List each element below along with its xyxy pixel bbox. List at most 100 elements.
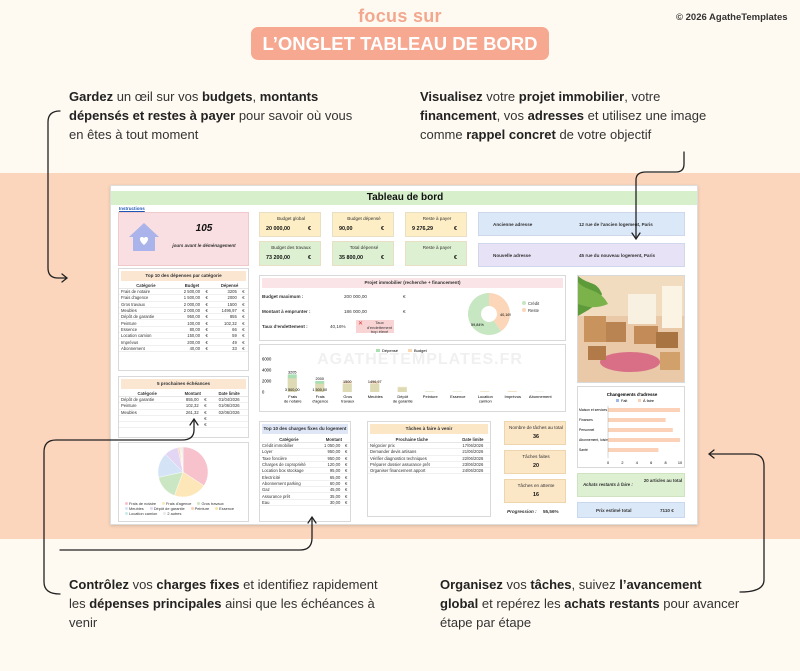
- purchases-value: 20 articles au total: [643, 478, 683, 483]
- table-cell: €: [202, 338, 212, 346]
- counter-value: 20: [533, 463, 539, 469]
- kpi-value: 35 800,00: [339, 255, 363, 261]
- x-tick-label: 0: [607, 461, 609, 465]
- table-cell: 1 500,00: [172, 294, 203, 302]
- donut-legend: Crédit Reste: [522, 300, 539, 314]
- purchases-card: Achats restants à faire : 20 articles au…: [577, 473, 685, 497]
- caption-segment: et identifiez rapidement les: [69, 577, 378, 611]
- table-cell: 02/06/2026: [210, 409, 248, 416]
- table-cell: €: [342, 461, 350, 469]
- table-cell: 100,00: [172, 319, 203, 327]
- y-tick-label: 6000: [262, 357, 272, 362]
- x-tick-label: travaux: [341, 399, 354, 404]
- table-cell: €: [342, 473, 350, 481]
- caption-bottom-left: Contrôlez vos charges fixes et identifie…: [69, 575, 389, 632]
- table-cell: €: [342, 455, 350, 462]
- caption-segment: achats restants: [564, 596, 660, 611]
- legend-label: Frais d'agence: [166, 501, 192, 506]
- bar-budget: [315, 383, 325, 392]
- column-header: Date limite: [455, 436, 490, 443]
- table-cell: 23/06/2026: [455, 461, 490, 469]
- table-cell: Charges de copropriété: [260, 461, 318, 469]
- table-cell: €: [342, 480, 350, 488]
- table-cell: 49: [211, 338, 239, 346]
- column-header: Prochaine tâche: [368, 436, 456, 443]
- instructions-link[interactable]: Instructions: [119, 206, 145, 211]
- caption-segment: et repérez les: [478, 596, 565, 611]
- pie-legend-item: Essence: [215, 506, 234, 511]
- table-cell: 950,00: [172, 313, 203, 321]
- table-cell: [210, 415, 248, 423]
- pie-legend-item: Meubles: [125, 506, 144, 511]
- project-row-label: Budget maximum :: [262, 294, 304, 299]
- kpi-value: 90,00: [339, 226, 353, 232]
- column-header: Dépensé: [211, 282, 248, 289]
- table-cell: Taxe foncière: [260, 455, 318, 462]
- progress-value: 55,56%: [543, 509, 559, 514]
- x-tick-label: 10: [678, 461, 682, 465]
- table-cell: Loyer: [260, 448, 318, 456]
- kpi-currency: €: [308, 255, 311, 261]
- tasks-title: Tâches à faire à venir: [370, 424, 488, 434]
- table-cell: Dépôt de garantie: [119, 313, 173, 321]
- caption-top-right: Visualisez votre projet immobilier, votr…: [420, 87, 720, 144]
- address-value: 45 rue du nouveau logement, Paris: [579, 253, 656, 258]
- purchases-label: Achats restants à faire :: [583, 482, 633, 487]
- kpi-currency: €: [381, 255, 384, 261]
- change-category-label: Abonnement, loisirs et activi…: [579, 438, 625, 442]
- table-row: €: [119, 415, 248, 423]
- table-cell: €: [202, 345, 212, 352]
- table-cell: 2000: [211, 294, 239, 302]
- table-cell: 2 000,00: [172, 301, 203, 308]
- table-cell: Meubles: [119, 307, 173, 315]
- table-cell: 1500: [211, 301, 239, 308]
- price-label: Prix estimé total: [596, 508, 632, 513]
- table-cell: €: [238, 326, 248, 334]
- table-cell: Imprévus: [119, 338, 173, 346]
- table-cell: 950,00: [317, 455, 343, 462]
- caption-segment: dépenses principales: [89, 596, 222, 611]
- column-header: Catégorie: [119, 390, 176, 397]
- table-cell: €: [202, 294, 212, 302]
- counter-label: Tâches faites: [522, 454, 550, 459]
- caption-segment: pour avancer étape par étape: [440, 596, 740, 630]
- kpi-value: 73 200,00: [266, 255, 290, 261]
- dashboard-sheet: Tableau de bord Instructions 105 jours a…: [110, 185, 698, 525]
- x-tick-label: Abonnement: [529, 394, 553, 399]
- table-cell: 24/06/2026: [455, 467, 490, 475]
- legend-label: 2 autres: [167, 511, 182, 516]
- table-cell: 120,00: [317, 461, 343, 469]
- project-row-currency: €: [403, 294, 406, 299]
- caption-segment: un œil sur vos: [113, 89, 202, 104]
- x-tick-label: Location: [478, 394, 493, 399]
- table-cell: 66: [211, 326, 239, 334]
- table-cell: €: [238, 301, 248, 308]
- table-cell: 60,00: [317, 480, 343, 488]
- x-tick-label: camion: [479, 399, 492, 404]
- legend-label: Location camion: [129, 511, 158, 516]
- caption-segment: Organisez: [440, 577, 503, 592]
- arrow-bottom-left-2: [59, 517, 313, 551]
- table-cell: Crédit immobilier: [260, 442, 318, 450]
- kpi-currency: €: [454, 255, 457, 261]
- kpi-currency: €: [454, 226, 457, 232]
